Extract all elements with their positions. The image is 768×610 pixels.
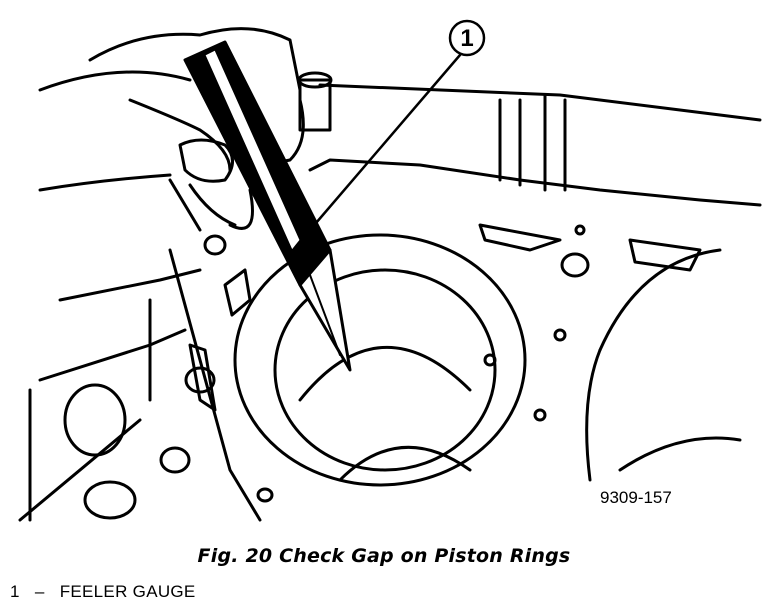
engine-block-illustration: 1 9309-157 — [18, 19, 762, 522]
deck-openings — [63, 223, 702, 520]
drawing-code: 9309-157 — [600, 488, 672, 507]
piston-bore — [233, 233, 527, 487]
legend-label: FEELER GAUGE — [59, 582, 196, 601]
legend-item: 1 – FEELER GAUGE — [10, 582, 196, 602]
figure-caption: Fig. 20 Check Gap on Piston Rings — [197, 545, 571, 567]
adjacent-bore — [585, 248, 742, 482]
legend-number: 1 — [10, 582, 20, 601]
hand — [38, 27, 305, 230]
callout-number: 1 — [460, 25, 473, 52]
callout-1: 1 — [308, 19, 486, 232]
legend-dash: – — [34, 582, 45, 601]
engine-block-deck — [18, 83, 762, 522]
feeler-gauge — [183, 40, 352, 372]
